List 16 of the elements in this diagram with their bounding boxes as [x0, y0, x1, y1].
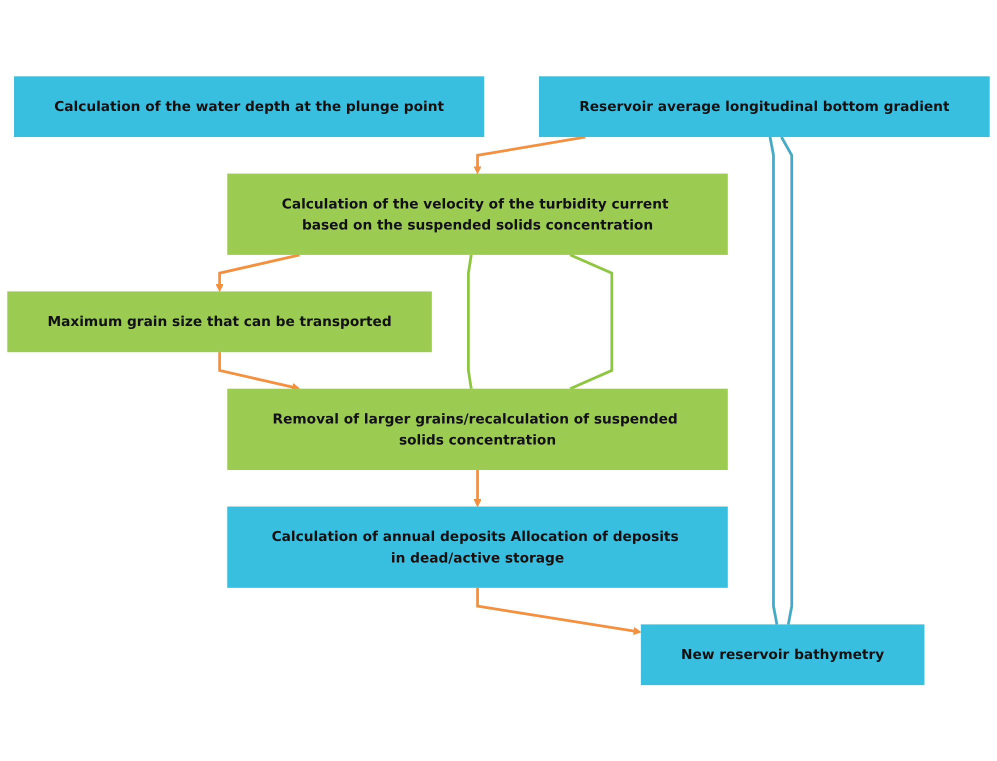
arrow — [474, 135, 586, 174]
node-box: Maximum grain size that can be transported — [7, 291, 432, 352]
node-box: Calculation of the water depth at the plunge point — [14, 76, 484, 137]
connector — [768, 136, 778, 624]
node-box: Calculation of the velocity of the turbidity current based on the suspended solids concentration — [227, 173, 728, 255]
arrow — [216, 253, 300, 292]
arrow — [476, 588, 642, 635]
node-box: Reservoir average longitudinal bottom gradient — [539, 76, 990, 137]
node-box: New reservoir bathymetry — [640, 624, 924, 685]
connector — [570, 253, 614, 390]
node-box: Removal of larger grains/recalculation of suspended solids concentration — [227, 388, 728, 470]
arrow — [474, 470, 482, 507]
connector — [780, 136, 794, 624]
node-box: Calculation of annual deposits Allocation of deposits in dead/active storage — [227, 506, 728, 588]
connector — [467, 254, 473, 389]
arrow — [218, 352, 300, 391]
